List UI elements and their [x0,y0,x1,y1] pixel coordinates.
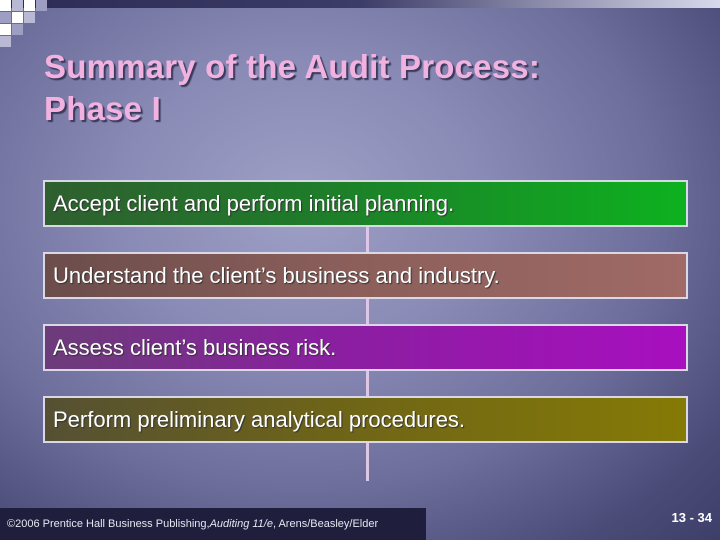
corner-squares-decor [0,0,60,50]
step-understand-business: Understand the client’s business and ind… [43,252,688,299]
step-label: Accept client and perform initial planni… [53,190,455,216]
slide-title: Summary of the Audit Process: Phase I [44,46,684,130]
title-line-1: Summary of the Audit Process: [44,48,541,85]
step-label: Assess client’s business risk. [53,334,337,360]
flow-connector [366,371,369,396]
page-number: 13 - 34 [671,510,712,525]
step-assess-risk: Assess client’s business risk. [43,324,688,371]
title-line-2: Phase I [44,90,161,127]
copyright-prefix: ©2006 Prentice Hall Business Publishing, [7,518,210,530]
copyright-footer: ©2006 Prentice Hall Business Publishing,… [0,508,426,540]
step-label: Understand the client’s business and ind… [53,262,500,288]
flow-connector [366,299,369,324]
step-accept-client: Accept client and perform initial planni… [43,180,688,227]
book-title: Auditing 11/e [209,518,273,530]
step-label: Perform preliminary analytical procedure… [53,406,466,432]
top-decor-band [0,0,720,8]
flow-connector [366,227,369,252]
step-analytical-procedures: Perform preliminary analytical procedure… [43,396,688,443]
flow-connector [366,443,369,481]
copyright-suffix: , Arens/Beasley/Elder [272,518,379,530]
